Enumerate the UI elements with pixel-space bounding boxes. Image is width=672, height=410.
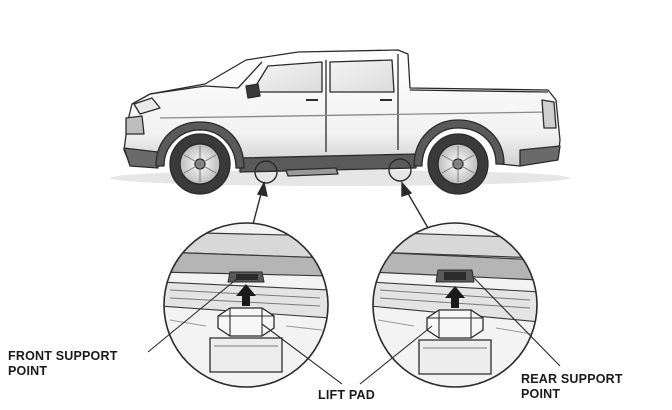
grille xyxy=(126,116,144,134)
rear-wheel xyxy=(428,134,488,194)
lift-pad-label-text: LIFT PAD xyxy=(318,388,375,403)
callout-arrow-rear xyxy=(402,183,428,228)
rear-support-point-label: REAR SUPPORT POINT xyxy=(521,372,623,402)
front-wheel xyxy=(170,134,230,194)
tail-light xyxy=(542,100,556,128)
rear-lift-pad xyxy=(427,310,483,338)
rear-detail-view xyxy=(370,220,542,392)
front-support-point-label-line2: POINT xyxy=(8,364,118,379)
pickup-truck xyxy=(110,50,570,194)
running-board xyxy=(286,168,338,176)
front-detail-view xyxy=(160,220,332,392)
rear-support-point-label-line2: POINT xyxy=(521,387,623,402)
front-lift-arm xyxy=(210,338,282,372)
lift-pad-label: LIFT PAD xyxy=(318,388,375,403)
front-lift-pad xyxy=(218,308,274,336)
rear-lift-arm xyxy=(419,340,491,374)
front-support-point-label-line1: FRONT SUPPORT xyxy=(8,349,118,364)
rear-bumper xyxy=(520,146,560,166)
callout-arrow-front xyxy=(252,183,267,228)
side-mirror xyxy=(246,84,260,98)
front-support-point-label: FRONT SUPPORT POINT xyxy=(8,349,118,379)
rear-support-point-label-line1: REAR SUPPORT xyxy=(521,372,623,387)
rear-window xyxy=(330,60,394,92)
front-bumper xyxy=(124,148,158,168)
